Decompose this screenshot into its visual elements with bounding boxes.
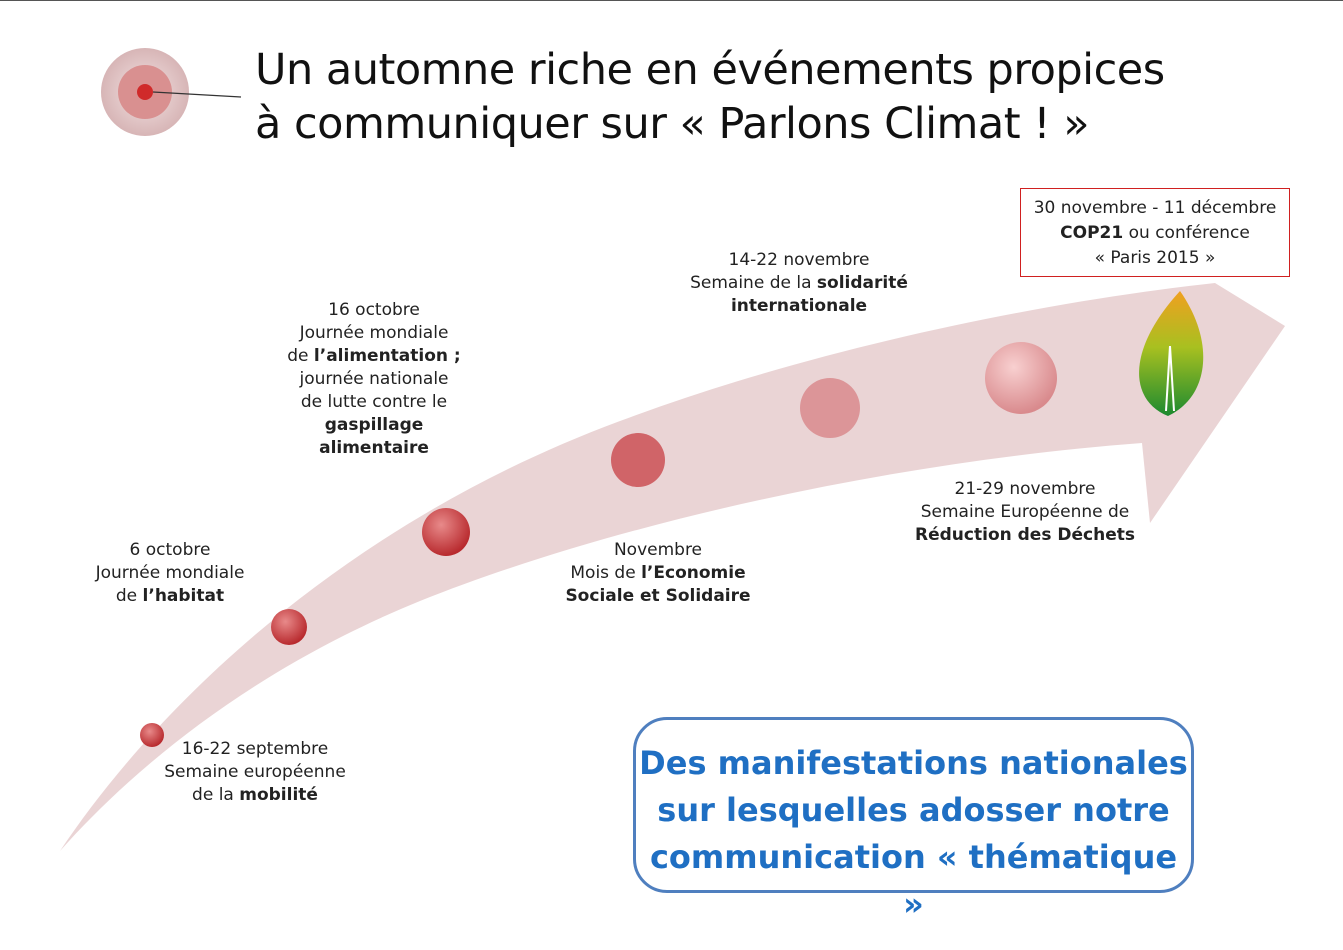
event-label-solidarite: 14-22 novembre Semaine de la solidarité … — [690, 250, 908, 316]
cop21-box: 30 novembre - 11 décembre COP21 ou confé… — [1020, 188, 1290, 277]
event-dot-1 — [140, 723, 164, 747]
event-dot-2 — [271, 609, 307, 645]
event-dot-6 — [985, 342, 1057, 414]
event-label-ess: Novembre Mois de l’Economie Sociale et S… — [565, 540, 751, 606]
timeline-arrow — [60, 283, 1285, 851]
event-dot-3 — [422, 508, 470, 556]
logo-icon — [101, 48, 242, 136]
cop21-leaf-icon — [1139, 291, 1204, 416]
event-dot-5 — [800, 378, 860, 438]
event-dot-4 — [611, 433, 665, 487]
page-title: Un automne riche en événements propices … — [255, 45, 1165, 149]
